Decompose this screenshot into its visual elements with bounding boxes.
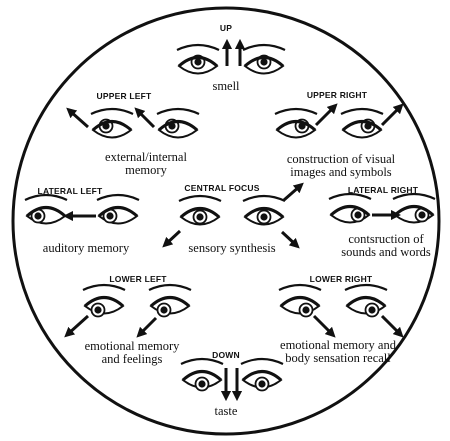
lower-right-heading: LOWER RIGHT	[296, 275, 386, 284]
central-focus-heading: CENTRAL FOCUS	[172, 184, 272, 193]
lower-left-description-line-2: and feelings	[62, 353, 202, 366]
arrow-lower-left-2	[140, 318, 156, 334]
upper-right-description: construction of visual images and symbol…	[266, 153, 416, 179]
eye-central-left	[179, 196, 221, 225]
arrow-lower-left-1	[68, 316, 88, 334]
eye-lateral-right-2	[393, 194, 435, 223]
eye-up-left	[177, 45, 219, 74]
lower-left-description: emotional memory and feelings	[62, 340, 202, 366]
lateral-left-description: auditory memory	[26, 242, 146, 255]
arrow-upper-right-2	[382, 107, 400, 125]
arrow-central-up-right	[284, 186, 300, 200]
eye-lateral-right-1	[329, 194, 371, 223]
lateral-right-description: contsruction of sounds and words	[326, 233, 446, 259]
arrow-upper-left-2	[138, 111, 154, 127]
eye-upper-left-2	[157, 109, 199, 138]
eye-upper-right-2	[341, 109, 383, 138]
eye-upper-right-1	[275, 109, 317, 138]
lateral-left-heading: LATERAL LEFT	[30, 187, 110, 196]
arrow-upper-left-1	[70, 111, 88, 127]
upper-right-description-line-2: images and symbols	[266, 166, 416, 179]
arrow-upper-right-1	[316, 107, 334, 125]
eye-lateral-left-2	[97, 195, 139, 224]
eye-upper-left-1	[91, 109, 133, 138]
arrow-lower-right-1	[314, 316, 332, 334]
eye-central-right	[243, 196, 285, 225]
upper-left-description-line-2: memory	[76, 164, 216, 177]
lateral-right-description-line-2: sounds and words	[326, 246, 446, 259]
eye-lower-left-2	[149, 285, 191, 317]
lower-right-description-line-2: body sensation recall	[260, 352, 416, 365]
down-description: taste	[196, 405, 256, 418]
upper-left-heading: UPPER LEFT	[84, 92, 164, 101]
down-heading: DOWN	[206, 351, 246, 360]
up-description: smell	[196, 80, 256, 93]
arrow-lower-right-2	[382, 316, 400, 334]
eye-lower-right-2	[345, 285, 387, 317]
eye-lower-right-1	[279, 285, 321, 317]
lower-right-description: emotional memory and body sensation reca…	[260, 339, 416, 365]
up-heading: UP	[214, 24, 238, 33]
lower-left-heading: LOWER LEFT	[98, 275, 178, 284]
eye-lateral-left-1	[25, 195, 67, 224]
upper-right-heading: UPPER RIGHT	[292, 91, 382, 100]
eye-lower-left-1	[83, 285, 125, 317]
upper-left-description: external/internal memory	[76, 151, 216, 177]
central-focus-description: sensory synthesis	[172, 242, 292, 255]
lateral-right-heading: LATERAL RIGHT	[338, 186, 428, 195]
eye-up-right	[243, 45, 285, 74]
